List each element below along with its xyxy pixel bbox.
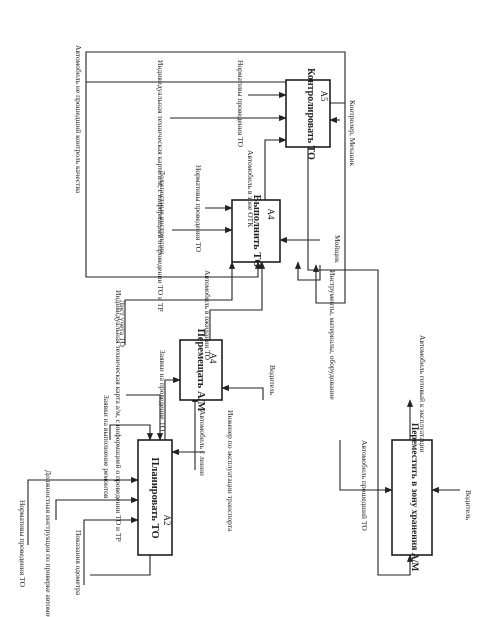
block-execute: Выполнить ТО А4 bbox=[231, 195, 281, 268]
instr-to-a2 bbox=[55, 496, 139, 520]
tools-to-exec bbox=[294, 261, 321, 281]
block-a5: Контролировать ТО А5 bbox=[285, 68, 331, 160]
passed-to-store bbox=[339, 440, 393, 494]
connectors bbox=[27, 51, 460, 585]
norms-to-a2 bbox=[27, 476, 139, 545]
block-a2-title: Планировать ТО bbox=[149, 457, 160, 538]
feedback-branch-line bbox=[85, 51, 346, 104]
a2-to-a4 bbox=[164, 376, 181, 440]
label-transport-engineer: Инженер по эксплуатации транспорта bbox=[226, 410, 235, 532]
label-odometer: Показания одометра bbox=[74, 530, 83, 596]
block-a4-code: А4 bbox=[208, 353, 218, 364]
label-driver-store: Водитель bbox=[464, 490, 473, 521]
block-a5-title: Контролировать ТО bbox=[305, 68, 316, 160]
block-execute-title: Выполнить ТО bbox=[251, 195, 262, 268]
a4-to-exec bbox=[209, 261, 266, 340]
label-car-to-zone: Автомобиль в ожидании ТО bbox=[203, 270, 212, 361]
label-car-in-otk: Автомобиль в зоне ОТК bbox=[246, 150, 255, 228]
label-tech-card-a2: Индивидуальная техническая карта а/м, с … bbox=[114, 290, 123, 542]
exec-to-a5 bbox=[264, 136, 287, 200]
right-loop-line bbox=[312, 103, 346, 304]
label-controller: Контролер, Механик bbox=[348, 100, 357, 167]
driver-to-a4 bbox=[221, 384, 264, 400]
label-tools: Инструменты, материалы, оборудование bbox=[328, 270, 337, 400]
maint-list-line bbox=[124, 261, 236, 345]
label-washer: Мойщик bbox=[333, 235, 342, 263]
labels: Нормативы проведения ТО Должностная инст… bbox=[18, 45, 473, 617]
block-storage: Переместить в зону хранения А/М bbox=[391, 423, 433, 571]
label-inspection-requests: Заявки на проведение ТО bbox=[158, 350, 167, 432]
block-execute-code: А4 bbox=[266, 209, 276, 220]
block-a4: Перемещать А/М А4 bbox=[179, 329, 223, 412]
label-car-from-line: Автомобиль с линии bbox=[198, 410, 207, 476]
label-car-ready: Автомобиль готовый к эксплуатации bbox=[418, 335, 427, 453]
label-tech-card-a5: Индивидуальная техническая карта а/м, с … bbox=[156, 60, 165, 312]
label-job-instr: Должностные инструкции bbox=[158, 170, 167, 254]
techcard-to-a2 bbox=[126, 394, 164, 441]
block-a2: Планировать ТО А2 bbox=[137, 439, 173, 556]
label-norms-left: Нормативы проведения ТО bbox=[18, 500, 27, 588]
label-car-passed-to: Автомобиль прошедший ТО bbox=[360, 440, 369, 531]
label-driver-a4: Водитель bbox=[268, 365, 277, 396]
repair-to-a2 bbox=[109, 424, 154, 441]
block-storage-title: Переместить в зону хранения А/М bbox=[409, 423, 419, 571]
label-maint-list: Лист учета ТО bbox=[118, 300, 127, 347]
label-norms-mid: Нормативы проведения ТО bbox=[194, 165, 203, 253]
label-norms-top: Нормативы проведения ТО bbox=[236, 60, 245, 148]
a5-to-store bbox=[307, 147, 414, 576]
label-repair-requests: Заявки на выполнение ремонтов bbox=[102, 395, 111, 499]
odometer-to-a2 bbox=[83, 516, 139, 585]
bottom-left-line bbox=[90, 555, 151, 576]
label-car-quality: Автомобиль не прошедший контроль качеств… bbox=[74, 45, 83, 194]
block-a5-code: А5 bbox=[319, 91, 329, 102]
block-a4-title: Перемещать А/М bbox=[195, 329, 206, 412]
block-a2-code: А2 bbox=[162, 515, 172, 526]
label-job-instr-check: Должностная инструкция по проверке автом… bbox=[44, 470, 53, 617]
